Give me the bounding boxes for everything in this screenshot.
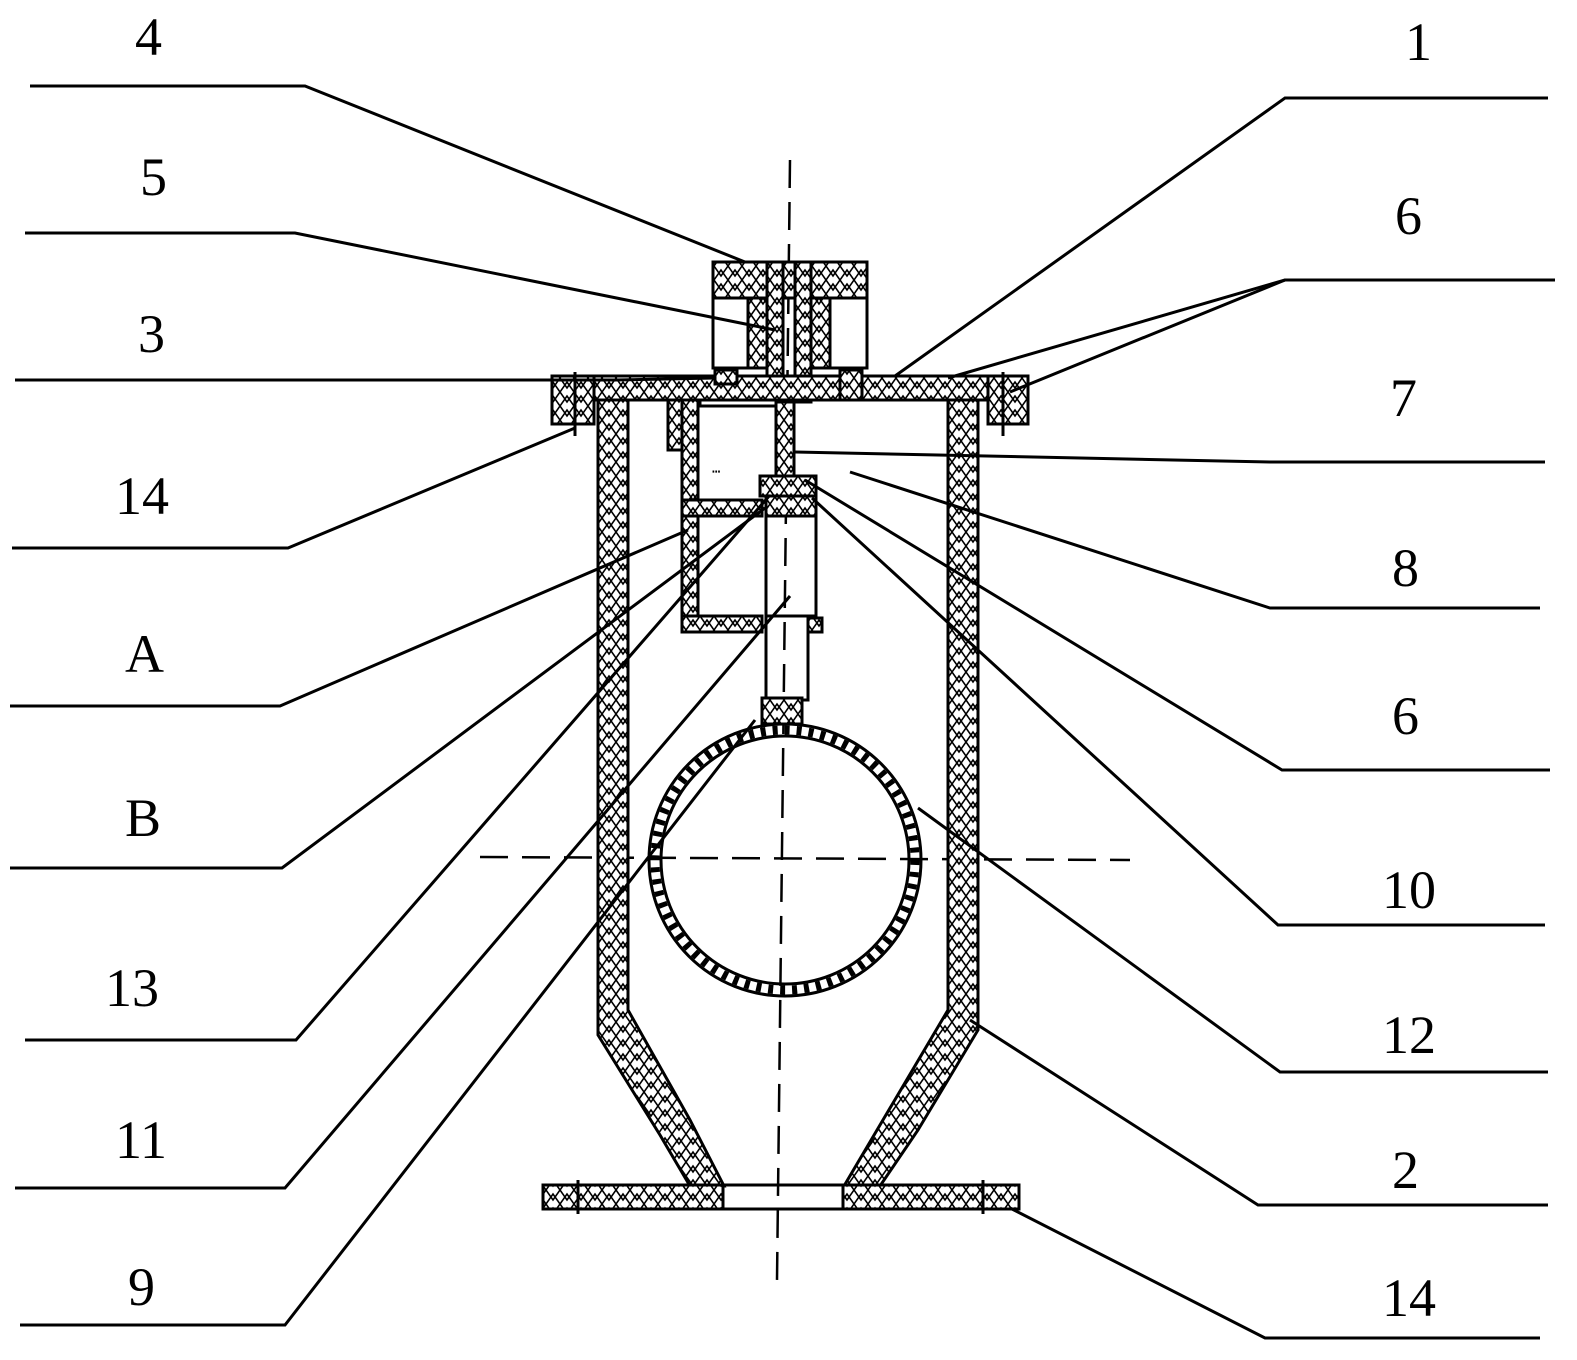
valve-stem [758, 400, 824, 726]
callout-9: 9 [128, 1257, 155, 1317]
bottom-flange [541, 1180, 1021, 1214]
callout-6-top: 6 [1395, 186, 1422, 246]
callout-8: 8 [1392, 538, 1419, 598]
inner-chamber: ⋯ [666, 398, 782, 634]
float-ball [647, 722, 923, 998]
callout-14-bottom: 14 [1382, 1268, 1436, 1328]
callout-7: 7 [1390, 368, 1417, 428]
callout-B: B [125, 788, 161, 848]
callout-4: 4 [135, 7, 162, 67]
horizontal-centerline [479, 855, 1131, 862]
callout-A: A [125, 624, 164, 684]
callout-12: 12 [1382, 1005, 1436, 1065]
callout-13: 13 [105, 958, 159, 1018]
callout-10: 10 [1382, 860, 1436, 920]
callout-11: 11 [115, 1110, 167, 1170]
callout-2: 2 [1392, 1140, 1419, 1200]
callout-3: 3 [138, 304, 165, 364]
svg-text:⋯: ⋯ [712, 464, 720, 480]
valve-body-shell [596, 398, 980, 1188]
leader-lines-left [10, 84, 792, 1327]
callout-14-top: 14 [115, 466, 169, 526]
callout-6-mid: 6 [1392, 686, 1419, 746]
callout-1: 1 [1405, 12, 1432, 72]
callout-5: 5 [140, 147, 167, 207]
leader-lines-right [794, 96, 1555, 1340]
